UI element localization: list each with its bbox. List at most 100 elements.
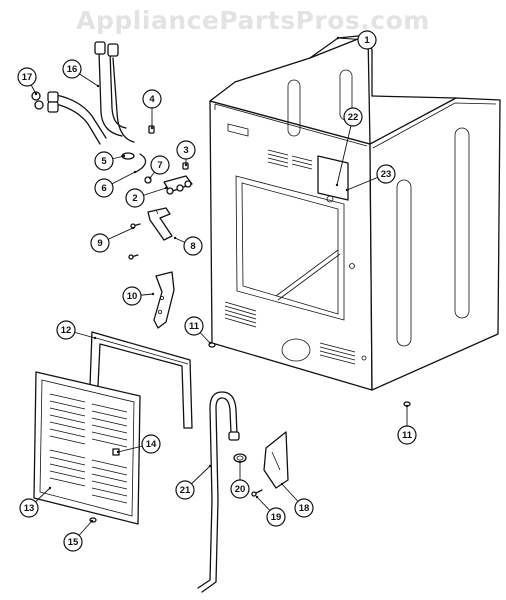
callout-c23: 23 <box>345 164 396 192</box>
hose-bracket[interactable] <box>153 271 175 329</box>
callout-c6: 6 <box>94 170 137 198</box>
hose-washers[interactable] <box>31 91 44 110</box>
leader-tip <box>116 450 120 454</box>
leader-tip <box>173 236 177 240</box>
callout-c11a: 11 <box>184 316 212 345</box>
callout-number: 11 <box>402 430 413 441</box>
valve-clamp[interactable] <box>121 152 135 160</box>
leader-tip <box>280 482 284 486</box>
leader-tip <box>164 186 168 190</box>
leader-tip <box>184 163 188 167</box>
callout-number: 17 <box>22 72 33 83</box>
callout-number: 1 <box>364 35 370 46</box>
callout-c3: 3 <box>176 140 196 167</box>
valve-bracket[interactable] <box>147 207 173 241</box>
callout-circle <box>94 151 114 171</box>
water-inlet-hoses[interactable] <box>47 41 135 145</box>
callout-c1: 1 <box>336 30 377 50</box>
watermark-text: AppliancePartsPros.com <box>76 6 430 35</box>
leader-tip <box>345 188 349 192</box>
callout-c5: 5 <box>94 151 126 171</box>
callout-circle <box>19 498 39 518</box>
callout-circle <box>175 480 195 500</box>
front-panel[interactable] <box>33 371 141 525</box>
callout-number: 2 <box>132 193 137 204</box>
callout-number: 5 <box>101 156 107 167</box>
leader-tip <box>255 495 259 499</box>
callout-number: 22 <box>348 112 359 123</box>
callout-number: 12 <box>61 325 72 336</box>
callout-number: 3 <box>183 145 188 156</box>
callout-c8: 8 <box>173 236 203 256</box>
callout-number: 15 <box>68 537 79 548</box>
screw-part-19[interactable] <box>251 489 263 497</box>
callout-c4: 4 <box>142 89 162 130</box>
callout-circle <box>176 140 196 160</box>
callout-number: 14 <box>146 439 157 450</box>
callout-c11b: 11 <box>397 404 417 445</box>
callout-number: 9 <box>97 238 102 249</box>
callout-circle <box>266 507 286 527</box>
callout-circle <box>90 233 110 253</box>
callout-circle <box>122 286 142 306</box>
callout-number: 7 <box>157 160 162 171</box>
callout-number: 6 <box>101 183 106 194</box>
callout-number: 21 <box>180 485 191 496</box>
callout-circle <box>150 155 170 175</box>
callout-circle <box>125 188 145 208</box>
callout-c22: 22 <box>335 107 363 187</box>
leader-tip <box>90 519 94 523</box>
leader-tip <box>208 341 212 345</box>
water-valve[interactable] <box>163 175 193 195</box>
bracket-screws[interactable] <box>128 223 141 260</box>
callout-circle <box>62 59 82 79</box>
leader-tip <box>122 154 126 158</box>
callout-circle <box>56 320 76 340</box>
hose-clamp[interactable] <box>233 453 247 463</box>
leader-tip <box>150 126 154 130</box>
callout-circle <box>142 89 162 109</box>
callout-circle <box>397 425 417 445</box>
leader-tip <box>133 170 137 174</box>
callout-number: 16 <box>67 64 78 75</box>
callout-number: 23 <box>381 169 392 180</box>
cabinet[interactable] <box>209 34 501 391</box>
callout-circle <box>343 107 363 127</box>
callout-circle <box>184 316 204 336</box>
callout-c10: 10 <box>122 286 155 306</box>
callout-circle <box>376 164 396 184</box>
callout-circle <box>63 532 83 552</box>
drain-hose[interactable] <box>197 391 240 593</box>
callout-number: 20 <box>235 484 246 495</box>
callout-number: 4 <box>149 94 155 105</box>
leader-tip <box>335 183 339 187</box>
leader-tip <box>208 464 212 468</box>
callout-circle <box>294 498 314 518</box>
drain-hose-bracket[interactable] <box>263 431 289 489</box>
callout-c12: 12 <box>56 320 97 340</box>
callout-c21: 21 <box>175 464 212 500</box>
leader-tip <box>48 486 52 490</box>
leader-line <box>336 116 354 186</box>
callout-c7: 7 <box>148 155 170 180</box>
callout-c13: 13 <box>19 486 52 518</box>
leader-tip <box>131 226 135 230</box>
callout-number: 19 <box>271 512 282 523</box>
callout-number: 18 <box>299 503 310 514</box>
leader-tip <box>96 84 100 88</box>
callout-circle <box>230 479 250 499</box>
valve-hose[interactable] <box>135 153 147 173</box>
callout-c19: 19 <box>255 495 286 527</box>
leader-tip <box>93 336 97 340</box>
callout-circle <box>357 30 377 50</box>
leader-tip <box>336 36 340 40</box>
leader-tip <box>405 404 409 408</box>
callout-number: 13 <box>24 503 35 514</box>
leader-tip <box>34 92 38 96</box>
callout-c20: 20 <box>230 460 250 499</box>
callout-c15: 15 <box>63 519 94 552</box>
callout-circle <box>17 67 37 87</box>
callout-number: 11 <box>189 321 200 332</box>
callout-number: 10 <box>127 291 138 302</box>
